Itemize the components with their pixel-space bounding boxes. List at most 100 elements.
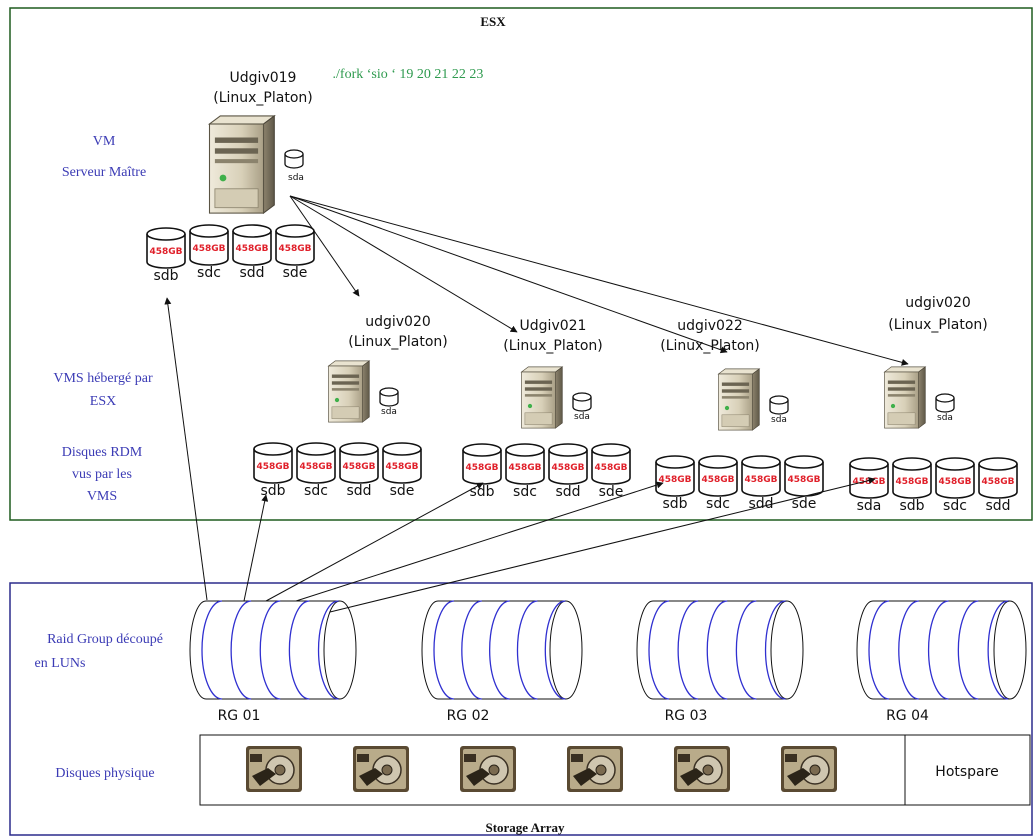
connection-arrow [289,195,909,366]
server-icon [521,366,563,429]
vm-hostname: udgiv022 [677,318,743,334]
master-vm: Udgiv019 (Linux_Platon) ./fork ‘sio ‘ 19… [208,67,484,214]
disk-name-label: sdb [153,268,178,284]
vm-label-line1: VM [93,134,116,149]
lun-arc [868,600,890,700]
disk-top [462,443,502,457]
disk-size-label: 458GB [149,247,182,257]
disk-size-label: 458GB [508,463,541,473]
physical-hard-disk-icon [780,745,838,793]
connection-arrow [289,195,728,354]
disk-size-label: 458GB [192,244,225,254]
disk-body [741,462,781,497]
vm-hostname: udgiv020 [905,295,971,311]
vm-label-line2: Serveur Maître [62,165,146,180]
vm-sda-label: sda [771,415,787,425]
disk-top [232,224,272,238]
disk-body [892,464,932,499]
physical-hard-disk-icon [459,745,517,793]
master-server-icon [208,115,275,214]
disk-top [548,443,588,457]
disk-body [935,464,975,499]
master-os: (Linux_Platon) [213,90,312,106]
disk-name-label: sdc [197,265,221,281]
disk-size-label: 458GB [701,475,734,485]
disk-top [591,443,631,457]
disk-body [146,234,186,269]
physical-label: Disques physique [55,766,154,781]
raid-group-label: RG 01 [218,708,261,724]
disk-top [784,455,824,469]
disk-top [146,227,186,241]
raid-end-cap [993,600,1011,700]
lun-arc [677,600,699,700]
connection-arrow [295,481,664,602]
vm1-sde-disk: 458GB sde [382,442,422,499]
raid-end-cap [323,600,341,700]
vms-label-line1: VMS hébergé par [53,371,153,386]
disk-size-label: 458GB [852,477,885,487]
raid-end-cap [549,600,567,700]
hotspare-label: Hotspare [935,764,998,780]
disk-size-label: 458GB [342,462,375,472]
raid-group-label: RG 04 [886,708,929,724]
master-sdb-disk: 458GB sdb [146,227,186,284]
disk-name-label: sdc [513,484,537,500]
disk-size-label: 458GB [895,477,928,487]
vm-os: (Linux_Platon) [503,338,602,354]
sda-disk-icon [769,395,789,415]
vm-udgiv022-3: udgiv022(Linux_Platon)sda458GBsdb458GBsd… [655,318,824,512]
disk-body [275,231,315,266]
disk-top [253,442,293,456]
disk-size-label: 458GB [278,244,311,254]
disk-name-label: sde [390,483,415,499]
raid-cylinder [189,600,357,700]
raid-group-2: RG 02 [421,600,583,724]
disk-top [189,224,229,238]
vm2-sdc-disk: 458GB sdc [505,443,545,500]
vm-sda-label: sda [381,407,397,417]
rdm-label-line1: Disques RDM [62,445,143,460]
raid-cylinder [636,600,804,700]
disk-top [339,442,379,456]
connection-arrows [164,195,909,613]
disk-size-label: 458GB [385,462,418,472]
disk-size-label: 458GB [787,475,820,485]
disk-body [505,450,545,485]
lun-arc [461,600,482,700]
server-icon [884,366,926,429]
raid-cylinder [856,600,1027,700]
lun-arc [898,600,919,700]
raid-group-1: RG 01 [189,600,357,724]
physical-hard-disk-icon [245,745,303,793]
server-icon [718,368,760,431]
disk-size-label: 458GB [299,462,332,472]
disk-top [741,455,781,469]
disk-top [698,455,738,469]
disk-body [548,450,588,485]
fork-command: ./fork ‘sio ‘ 19 20 21 22 23 [333,67,484,82]
disk-top [275,224,315,238]
disk-size-label: 458GB [658,475,691,485]
lun-arc [544,600,566,700]
vm-sda-label: sda [937,413,953,423]
rdm-label-line3: VMS [87,489,117,504]
disk-name-label: sdd [985,498,1010,514]
disk-name-label: sdd [239,265,264,281]
lun-arc [706,600,728,700]
lun-arc [735,600,757,700]
connection-arrow [265,482,484,602]
raid-group-label: RG 02 [447,708,490,724]
disk-body [339,449,379,484]
lun-arc [516,600,538,700]
